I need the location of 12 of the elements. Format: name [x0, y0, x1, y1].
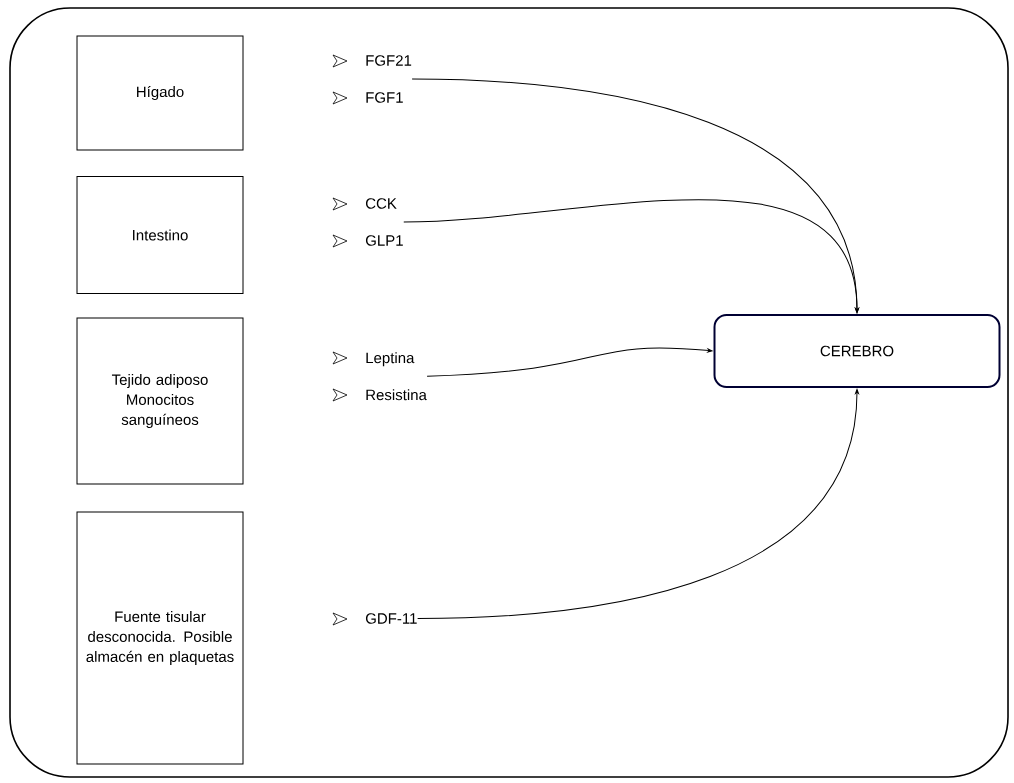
- arrow: [417, 389, 859, 619]
- organ-box: Intestino: [76, 176, 244, 294]
- arrow: [403, 199, 859, 313]
- arrow: [426, 347, 713, 377]
- organ-box: Tejido adiposo Monocitos sanguíneos: [76, 317, 244, 485]
- target-box: CEREBRO: [713, 314, 1001, 388]
- factor-list: Leptina Resistina: [366, 352, 427, 401]
- organ-box: Fuente tisular desconocida. Posible almacén en plaquetas: [76, 511, 244, 765]
- factor-list: GDF-11: [365, 613, 417, 624]
- organ-box: Hígado: [76, 35, 244, 151]
- factor-list: CCK GLP1: [365, 198, 403, 246]
- factor-list: FGF21 FGF1: [366, 55, 412, 103]
